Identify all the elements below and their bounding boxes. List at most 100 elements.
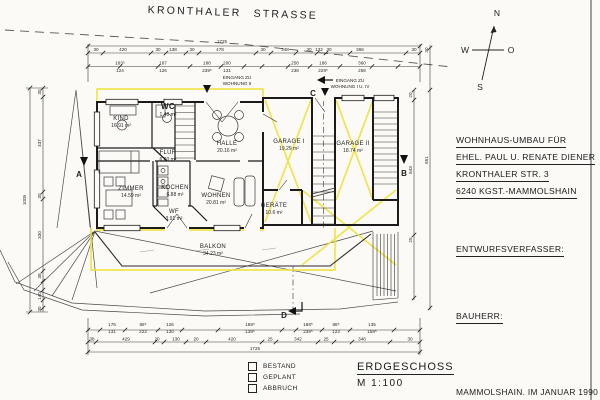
bauherr-heading: BAUHERR:	[456, 311, 503, 324]
walls-outer	[96, 97, 399, 229]
dimension-label: 138	[169, 47, 177, 52]
dimension-label: 30	[37, 193, 42, 199]
dimension-label: 158⁵	[367, 329, 377, 334]
dimension-tick	[285, 64, 291, 69]
dimension-label: 643	[408, 166, 413, 174]
dimension-tick	[411, 87, 417, 93]
dimension-label: 30	[306, 47, 312, 52]
dimension-tick	[411, 97, 417, 103]
dimension-tick	[27, 309, 33, 315]
dimension-tick	[85, 43, 91, 49]
sheet-scale: M 1:100	[357, 378, 404, 389]
dimension-tick	[253, 50, 259, 56]
room-area: 10.6 m²	[266, 210, 283, 216]
room-name: WOHNEN	[201, 193, 230, 199]
dimension-label: 38	[37, 273, 42, 279]
dimension-tick	[268, 50, 274, 56]
dimension-tick	[259, 339, 265, 345]
windows	[93, 94, 395, 232]
room-area: 16.91 m²	[111, 123, 131, 129]
project-title-line-1: WOHNHAUS-UMBAU FÜR	[456, 135, 567, 148]
dimension-tick	[85, 50, 91, 56]
dimension-tick	[27, 85, 33, 91]
dimension-tick	[417, 43, 423, 49]
room-name: WF	[169, 209, 179, 215]
dimension-label: 126	[159, 68, 167, 73]
dimension-tick	[427, 45, 433, 51]
dimension-tick	[179, 327, 185, 333]
dimension-tick	[323, 50, 329, 56]
room-area: 14.59 m²	[121, 193, 141, 199]
armchair	[207, 175, 225, 193]
dimension-label: 429	[122, 337, 130, 342]
bestand-label: BESTAND	[263, 363, 297, 370]
entwurfsverfasser-heading: ENTWURFSVERFASSER:	[456, 244, 565, 257]
dimension-tick	[417, 50, 423, 56]
geplant-label: GEPLANT	[263, 374, 297, 381]
legend-row-geplant: GEPLANT	[248, 373, 298, 382]
dimension-label: 360	[358, 61, 366, 66]
dimension-tick	[319, 327, 325, 333]
dimension-tick	[40, 297, 46, 303]
bed	[98, 150, 140, 174]
date-line: MAMMOLSHAIN. IM JANUAR 1990	[456, 387, 599, 397]
room-area: 19.29 m²	[279, 146, 299, 152]
dimension-tick	[187, 64, 193, 69]
exterior-stair	[372, 232, 399, 301]
dimension-tick	[40, 189, 46, 195]
dimension-tick	[347, 327, 353, 333]
dimension-label: 478	[216, 47, 224, 52]
dimension-tick	[40, 278, 46, 284]
dimension-tick	[203, 339, 209, 345]
room-name: ZIMMER	[118, 186, 144, 192]
dimension-tick	[40, 196, 46, 202]
dimension-tick	[97, 327, 103, 333]
compass-rose: N W O S	[461, 8, 515, 92]
room-name: GARAGE I	[273, 139, 304, 145]
dimension-label: 187	[159, 61, 167, 66]
dimension-tick	[218, 64, 224, 69]
dimension-label: 30	[407, 337, 413, 342]
dimension-tick	[122, 327, 128, 333]
bestand-swatch	[248, 362, 257, 371]
entrance-label: EINGANG ZU	[336, 78, 365, 83]
dimension-label: 38	[89, 337, 95, 342]
room-name: HALLE	[217, 141, 238, 147]
dimension-tick	[85, 327, 91, 333]
dimension-tick	[40, 287, 46, 293]
dimension-tick	[93, 339, 99, 345]
compass-s: S	[477, 82, 483, 92]
dimension-label: 25	[408, 237, 413, 243]
legend: BESTAND GEPLANT ABBRUCH	[248, 362, 298, 395]
dimension-tick	[427, 87, 433, 93]
entrance-i-arrow	[317, 76, 325, 84]
dimension-tick	[161, 339, 167, 345]
dimension-label: 258	[358, 68, 366, 73]
dimension-tick	[417, 349, 423, 355]
dimension-tick	[411, 232, 417, 238]
dimension-tick	[183, 50, 189, 56]
dimension-label: 130	[172, 337, 180, 342]
dimension-tick	[215, 327, 221, 333]
compass-o: O	[508, 45, 515, 55]
dimension-label: 420	[228, 337, 236, 342]
dimension-tick	[40, 85, 46, 91]
section-marker-letter: C	[310, 89, 316, 98]
dimension-label: 140	[37, 292, 42, 300]
dimension-label: 238⁵	[303, 329, 313, 334]
section-marker-letter: D	[281, 311, 287, 320]
dimension-tick	[279, 327, 285, 333]
furniture	[98, 104, 256, 220]
dimension-label: 258	[291, 61, 299, 66]
sofa	[233, 177, 245, 207]
project-title-line-4: 6240 KGST.-MAMMOLSHAIN	[456, 186, 577, 199]
dimension-label: 30	[155, 47, 161, 52]
room-name: KOCHEN	[161, 185, 188, 191]
dimension-label: 30	[37, 306, 42, 312]
dimension-tick	[307, 64, 313, 69]
dimension-label: 88⁵	[332, 322, 339, 327]
